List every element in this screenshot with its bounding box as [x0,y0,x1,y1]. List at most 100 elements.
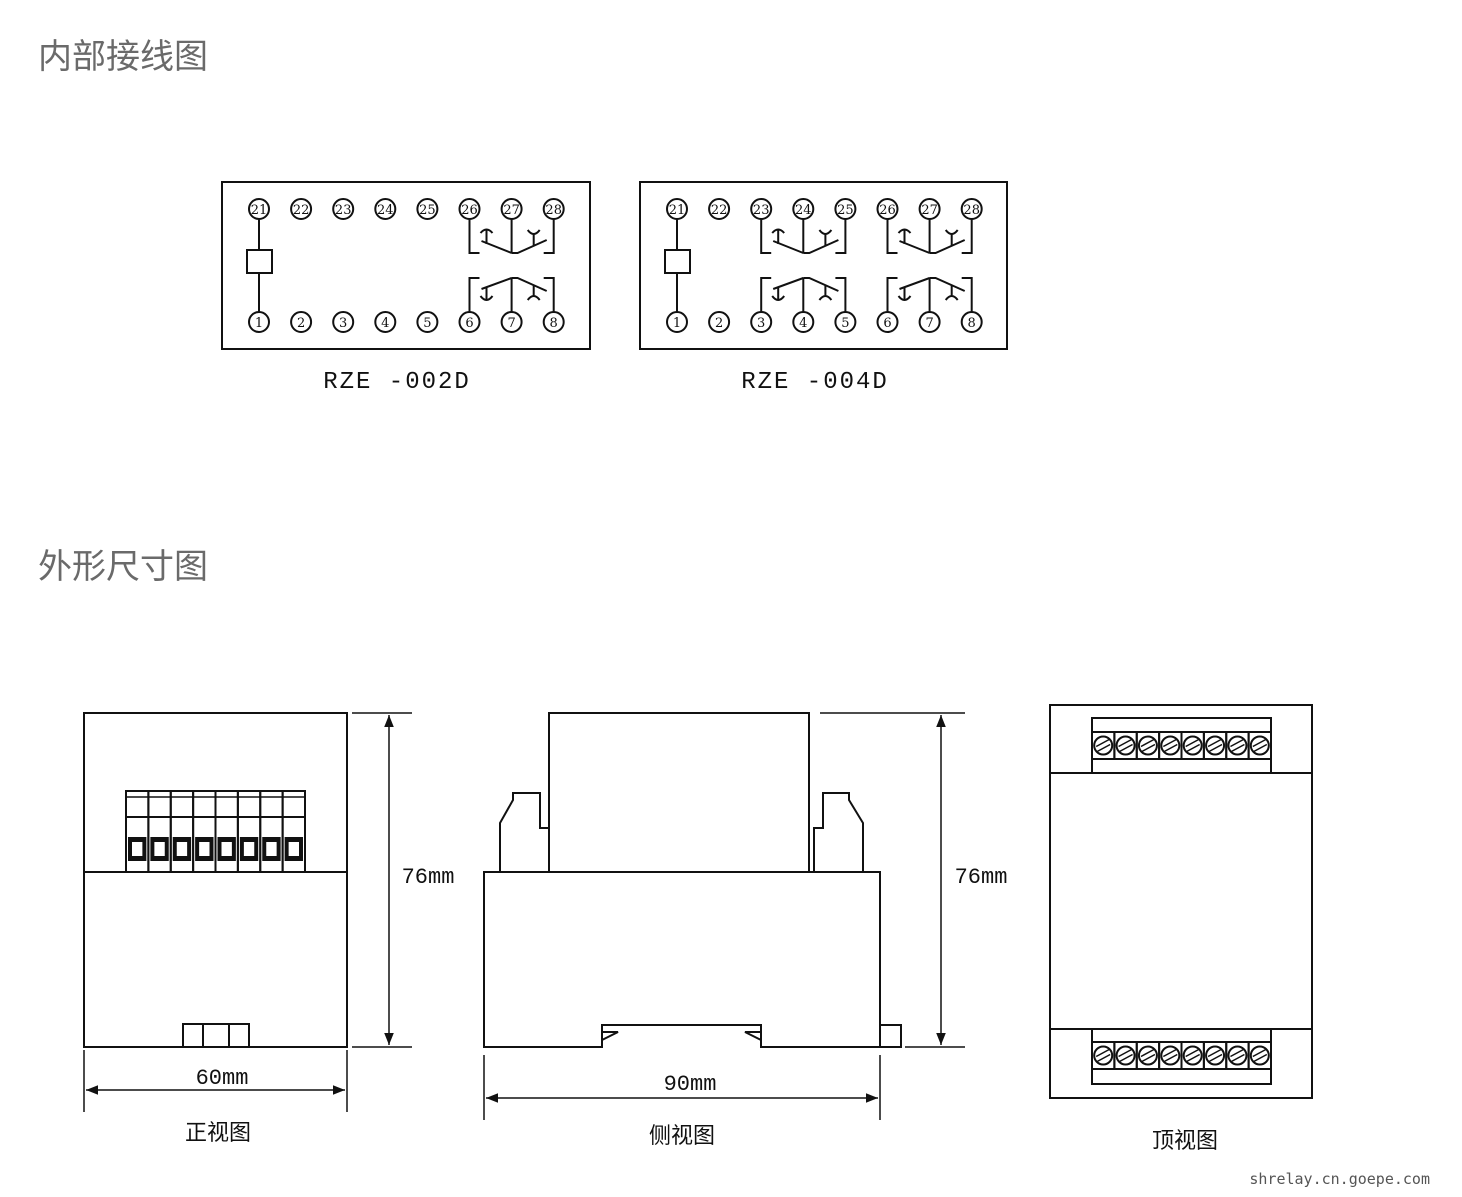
contact-arm [772,277,839,292]
screw-slot [1162,738,1178,753]
terminal-cell [125,790,150,873]
contact-group [886,219,973,312]
contact-group [760,219,847,312]
contact-arm [899,239,966,254]
screw-slot [1118,738,1133,753]
terminal-cell [281,790,306,873]
terminal-number: 28 [963,203,980,218]
terminal-opening [154,842,165,856]
side-view: 76mm 90mm 侧视图 [483,712,1008,1149]
contact-wire [468,277,555,312]
terminal-25 [416,198,439,220]
terminal-cell [1247,731,1272,760]
contact-arm [772,239,839,254]
front-view-caption: 正视图 [185,1121,251,1146]
terminal-opening [266,842,277,856]
terminal-opening [132,842,143,856]
screw-slot [1140,1048,1156,1063]
screw-slot [1140,738,1156,753]
left-din-clip [499,792,549,872]
terminal-number: 24 [377,203,394,218]
terminal-cell [147,790,172,873]
terminal-number: 21 [251,203,268,218]
terminal-4 [374,311,397,333]
terminal-number: 8 [550,316,558,331]
terminal-23 [332,198,355,220]
screw-slot [1230,1048,1245,1063]
screw-slot [1118,1048,1133,1063]
front-terminal-block [125,790,306,873]
dimensions-heading: 外形尺寸图 [38,547,208,587]
nc-contact-symbol [479,228,494,244]
screw-icon [1093,1045,1114,1066]
terminal-number: 27 [503,203,520,218]
screw-slot [1095,1048,1111,1063]
screw-icon [1227,1045,1248,1066]
terminal-number: 8 [968,316,976,331]
terminal-housing [281,790,306,873]
right-din-clip [813,792,864,872]
terminal-5 [416,311,439,333]
terminal-number: 2 [715,316,723,331]
terminal-number: 6 [465,316,473,331]
terminal-opening [199,842,210,856]
contact-wire [468,219,555,254]
no-contact-symbol [944,285,959,301]
contact-arm [899,277,966,292]
screw-icon [1249,1045,1270,1066]
terminal-number: 28 [545,203,562,218]
terminal-cell [236,790,262,873]
terminal-number: 25 [419,203,436,218]
contact-wire [886,219,973,254]
bottom-tabs [182,1023,250,1048]
screw-icon [1115,735,1136,756]
terminal-number: 6 [883,316,891,331]
contact-wire [886,277,973,312]
screw-slot [1185,738,1201,753]
nc-contact-symbol [897,287,912,301]
width-dimension: 90mm [664,1072,717,1097]
terminal-cell [169,790,195,873]
terminal-number: 22 [711,203,728,218]
screw-icon [1182,1045,1203,1066]
model-label: RZE -004D [741,369,889,396]
terminal-3 [332,311,355,333]
bottom-terminal-block [1091,1028,1272,1085]
front-view: 76mm 60mm 正视图 [83,712,454,1146]
terminal-cell [214,790,239,873]
terminal-24 [374,198,397,220]
terminal-number: 22 [293,203,310,218]
terminal-number: 27 [921,203,938,218]
nc-contact-symbol [479,287,494,301]
terminal-2 [708,311,731,333]
terminal-number: 5 [841,316,849,331]
terminal-number: 7 [507,316,515,331]
contact-arm [481,239,548,254]
screw-slot [1230,738,1245,753]
screw-slot [1095,738,1111,753]
terminal-number: 24 [795,203,812,218]
height-dimension: 76mm [955,865,1008,890]
terminal-number: 21 [669,203,686,218]
terminal-number: 26 [879,203,896,218]
wiring-heading: 内部接线图 [38,37,208,77]
top-view-caption: 顶视图 [1152,1129,1218,1154]
terminal-number: 23 [335,203,352,218]
no-contact-symbol [818,285,833,301]
terminal-opening [221,842,232,856]
contact-group [468,219,555,312]
watermark: shrelay.cn.goepe.com [1249,1170,1430,1188]
top-terminal-block [1091,717,1272,774]
coil [664,249,691,274]
screw-icon [1205,1045,1226,1066]
side-view-caption: 侧视图 [649,1124,715,1149]
contact-arm [481,277,548,292]
screw-icon [1137,1045,1158,1066]
screw-icon [1160,735,1181,756]
model-label: RZE -002D [323,369,471,396]
terminal-number: 3 [757,316,765,331]
terminal-2 [290,311,313,333]
nc-contact-symbol [771,287,785,301]
